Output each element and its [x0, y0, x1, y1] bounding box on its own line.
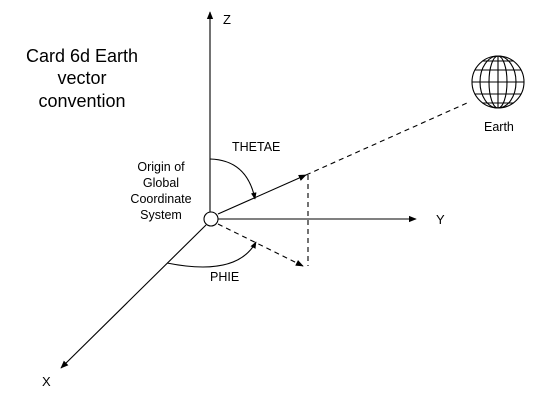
theta-arc	[209, 158, 257, 200]
xy-projection-dashed	[217, 223, 304, 267]
origin-label-line-2: Global	[143, 176, 179, 190]
x-axis	[60, 224, 207, 369]
earth-globe-icon	[471, 55, 525, 109]
theta-label: THETAE	[232, 140, 280, 154]
origin-label-line-4: System	[140, 208, 182, 222]
title-line-3: convention	[38, 91, 125, 111]
origin-label-line-1: Origin of	[137, 160, 185, 174]
title-line-2: vector	[57, 68, 106, 88]
y-axis-label: Y	[436, 212, 445, 227]
origin-circle	[203, 211, 219, 227]
earth-direction-dashed	[305, 102, 468, 176]
origin-label-line-3: Coordinate	[130, 192, 191, 206]
earth-label: Earth	[484, 120, 514, 134]
phi-arc	[166, 241, 257, 268]
phi-label: PHIE	[210, 270, 239, 284]
earth-vector	[217, 174, 307, 215]
title-line-1: Card 6d Earth	[26, 46, 138, 66]
z-axis-label: Z	[223, 12, 231, 27]
x-axis-label: X	[42, 374, 51, 389]
